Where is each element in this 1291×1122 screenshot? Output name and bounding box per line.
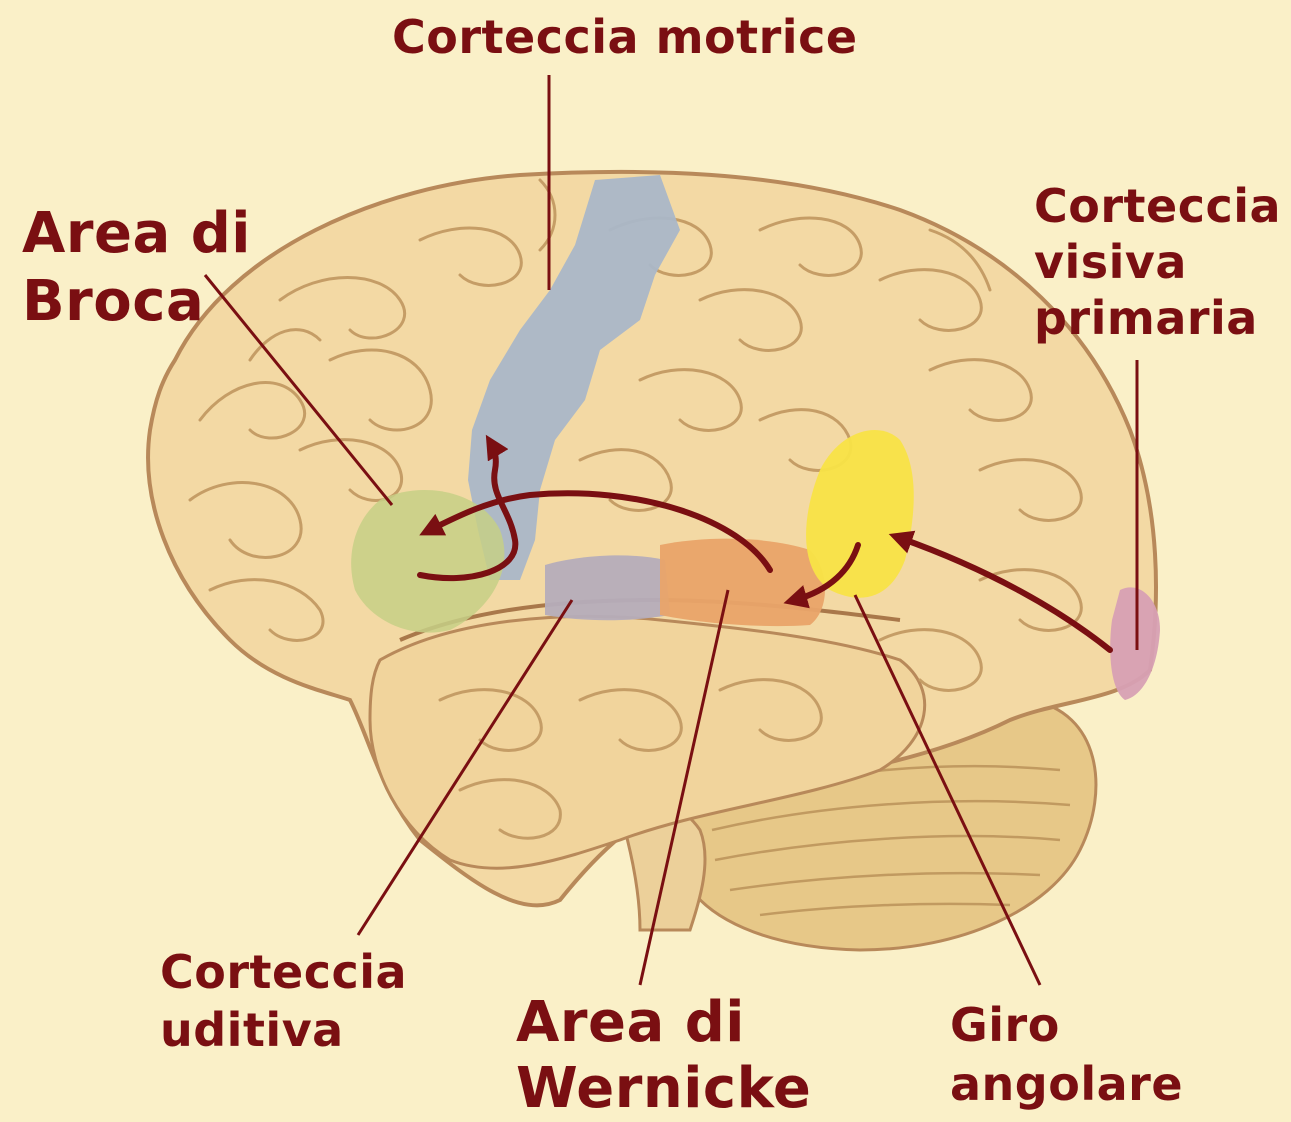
visual-label-line-1: Corteccia xyxy=(1034,178,1281,234)
auditory-cortex-label: Corteccia uditiva xyxy=(160,944,407,1059)
angular-gyrus-label: Giro angolare xyxy=(950,996,1183,1114)
motor-cortex-label: Corteccia motrice xyxy=(392,14,858,60)
broca-label: Area di Broca xyxy=(22,200,251,337)
broca-label-line-2: Broca xyxy=(22,268,251,336)
wernicke-region xyxy=(660,539,825,626)
broca-label-line-1: Area di xyxy=(22,200,251,268)
angular-label-line-1: Giro xyxy=(950,996,1183,1055)
wernicke-label-line-2: Wernicke xyxy=(516,1056,811,1122)
visual-label-line-3: primaria xyxy=(1034,290,1281,346)
visual-label-line-2: visiva xyxy=(1034,234,1281,290)
wernicke-label-line-1: Area di xyxy=(516,990,811,1056)
auditory-label-line-1: Corteccia xyxy=(160,944,407,1002)
visual-cortex-label: Corteccia visiva primaria xyxy=(1034,178,1281,346)
visual-cortex-region xyxy=(1110,587,1160,700)
angular-label-line-2: angolare xyxy=(950,1055,1183,1114)
wernicke-label: Area di Wernicke xyxy=(516,990,811,1122)
auditory-label-line-2: uditiva xyxy=(160,1002,407,1060)
